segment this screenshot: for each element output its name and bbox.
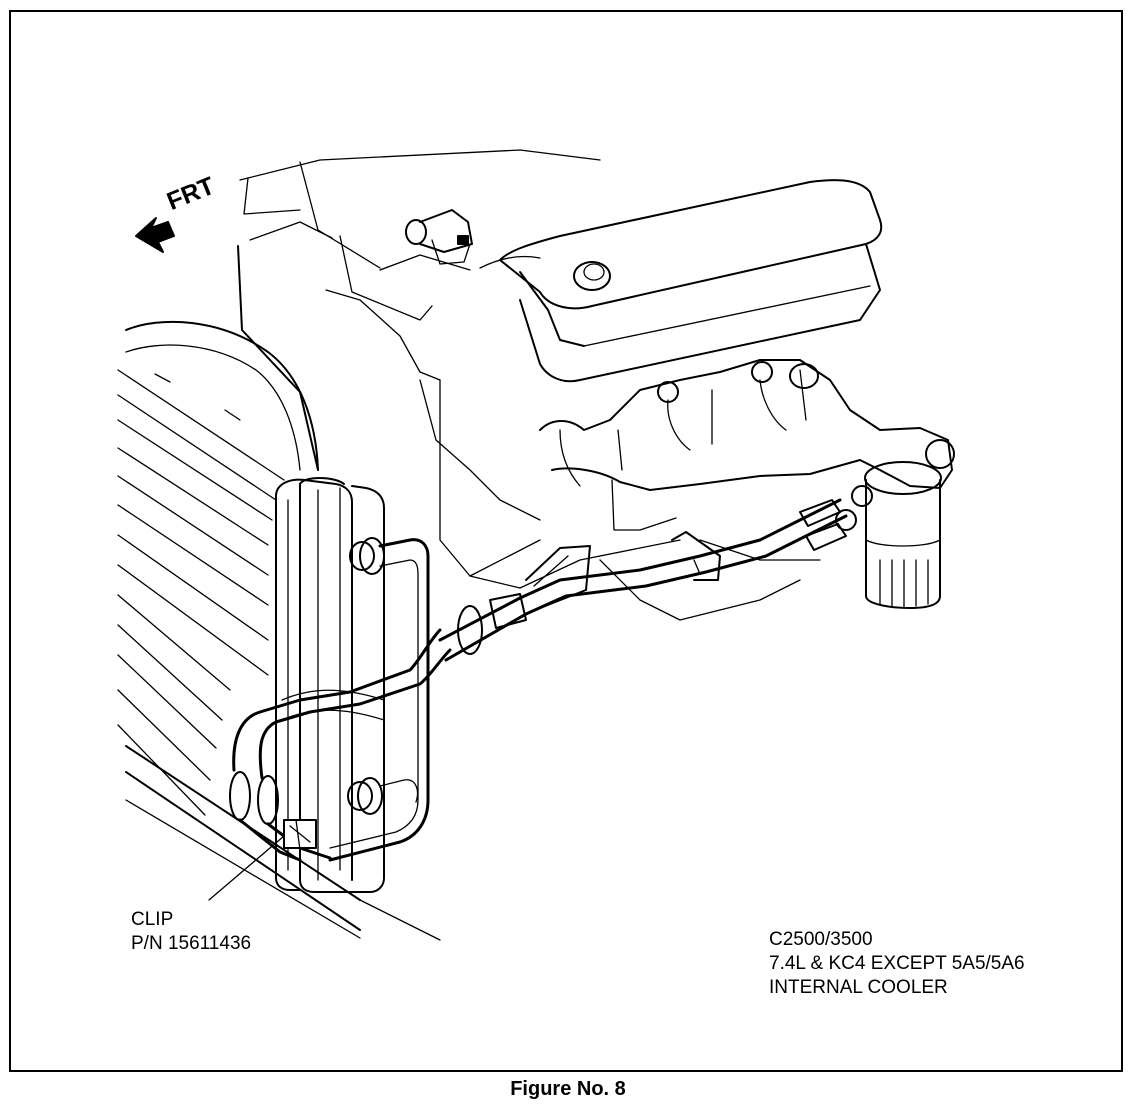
clip-leader-line (208, 835, 285, 901)
vehicle-application-callout: C2500/3500 7.4L & KC4 EXCEPT 5A5/5A6 INT… (769, 928, 1025, 1000)
engine-option: 7.4L & KC4 EXCEPT 5A5/5A6 (769, 953, 1025, 974)
radiator (117, 320, 441, 941)
transmission-cooler (275, 477, 385, 893)
arrow-left-icon (135, 217, 175, 253)
figure-caption: Figure No. 8 (510, 1078, 626, 1100)
clip-callout: CLIP P/N 15611436 (131, 908, 251, 956)
clip-part-number: P/N 15611436 (131, 933, 252, 954)
clip-label: CLIP (131, 909, 174, 930)
vehicle-model: C2500/3500 (769, 929, 873, 950)
figure-frame (9, 10, 1123, 1072)
cooler-type: INTERNAL COOLER (769, 977, 948, 998)
engine (237, 149, 955, 621)
oil-filter (835, 461, 942, 609)
cooler-lines (229, 498, 848, 862)
clip (283, 819, 317, 851)
